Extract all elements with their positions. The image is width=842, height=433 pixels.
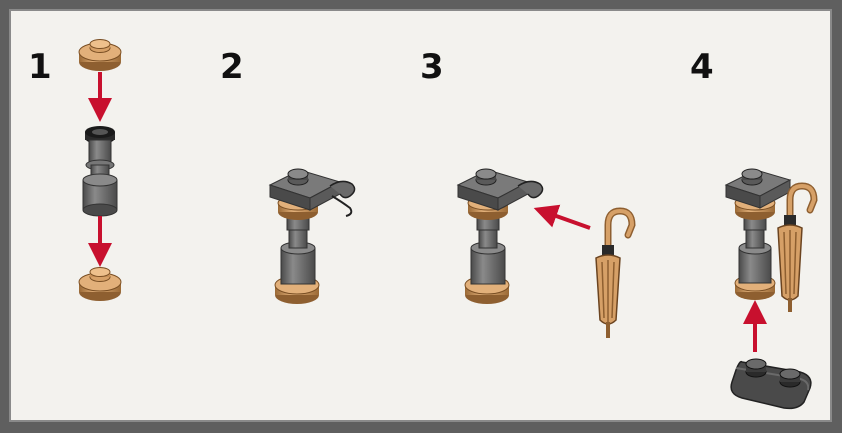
assembled-lamp-post-step-3 — [465, 196, 509, 304]
round-tan-plate-icon — [79, 40, 121, 72]
assembled-lamp-post-step-4 — [735, 196, 775, 300]
tan-umbrella-icon — [778, 186, 814, 312]
dark-gray-jumper-plate-icon — [731, 359, 811, 408]
assembled-lamp-post-step-2 — [275, 196, 319, 304]
round-tan-plate-icon — [79, 268, 121, 302]
gray-bar-holder-icon — [83, 126, 117, 216]
red-arrow-icon — [545, 212, 590, 228]
tan-umbrella-icon — [596, 211, 632, 338]
